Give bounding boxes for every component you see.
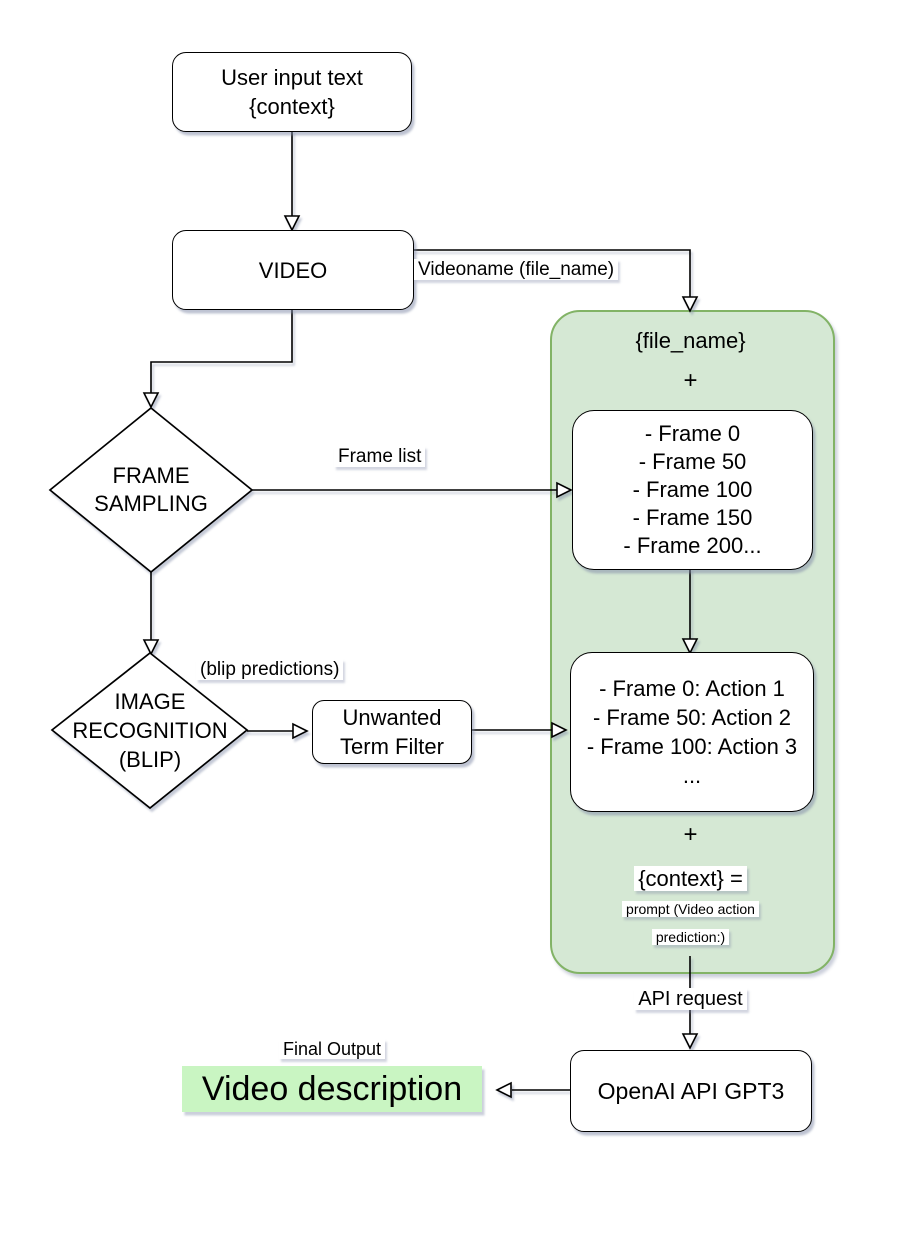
diamond-image-recognition-shape — [50, 651, 249, 810]
prompt-text-line1-bg: prompt (Video action — [622, 901, 759, 917]
edge-label-blip-predictions-bg: (blip predictions) — [196, 659, 344, 680]
arrowhead-video-to-framesampling — [142, 392, 160, 409]
edge-label-api-request: API request — [550, 988, 831, 1011]
context-equals-bg: {context} = — [634, 866, 747, 891]
plus-sign-2: + — [683, 821, 698, 848]
edge-label-frame-list: Frame list — [334, 445, 426, 468]
list-item: - Frame 0: Action 1 — [599, 676, 785, 701]
edge-video-to-container — [412, 249, 691, 297]
arrowhead-framelist-to-actions — [681, 638, 699, 655]
list-item: - Frame 200... — [623, 533, 762, 558]
node-term-filter-line1: Unwanted — [342, 705, 442, 730]
node-frame-sampling-label: FRAME SAMPLING — [50, 462, 252, 518]
frame-sampling-line2: SAMPLING — [94, 491, 208, 516]
arrowhead-framesampling-to-imagerecognition — [142, 639, 160, 656]
file-name-text: {file_name} — [635, 328, 746, 353]
list-item: ... — [682, 763, 702, 788]
edge-label-blip-predictions: (blip predictions) — [196, 658, 344, 681]
edge-video-to-framesampling — [150, 309, 293, 393]
node-openai-label: OpenAI API GPT3 — [597, 1077, 785, 1104]
prompt-text-line1: prompt (Video action — [550, 901, 831, 918]
diamond-frame-sampling-shape — [48, 406, 254, 574]
node-user-input-line1: User input text — [221, 65, 363, 90]
node-video: VIDEO — [172, 230, 414, 310]
node-term-filter: Unwanted Term Filter — [312, 700, 472, 764]
list-item: - Frame 0 — [644, 421, 741, 446]
final-output-label: Final Output — [182, 1038, 482, 1061]
edge-label-videoname: Videoname (file_name) — [414, 258, 619, 281]
arrowhead-container-to-openai — [681, 1033, 699, 1050]
image-recognition-line3: (BLIP) — [118, 747, 182, 772]
node-user-input: User input text {context} — [172, 52, 412, 132]
edge-label-videoname-bg: Videoname (file_name) — [414, 259, 619, 280]
prompt-text-line2: prediction:) — [550, 929, 831, 946]
list-item: - Frame 50: Action 2 — [592, 705, 792, 730]
list-item: - Frame 150 — [632, 505, 753, 530]
node-openai: OpenAI API GPT3 — [570, 1050, 812, 1132]
arrowhead-openai-to-output — [495, 1081, 512, 1099]
list-item: - Frame 100 — [632, 477, 753, 502]
frame-sampling-line1: FRAME — [112, 463, 190, 488]
actions-list-box: - Frame 0: Action 1 - Frame 50: Action 2 -… — [570, 652, 814, 812]
arrowhead-filter-to-actions — [551, 721, 568, 739]
node-user-input-line2: {context} — [249, 94, 335, 119]
edge-label-api-request-bg: API request — [634, 988, 747, 1010]
arrowhead-video-to-container — [681, 296, 699, 313]
arrowhead-userinput-to-video — [283, 215, 301, 232]
image-recognition-line2: RECOGNITION — [72, 718, 228, 743]
list-item: - Frame 100: Action 3 — [586, 734, 798, 759]
video-description-output: Video description — [182, 1066, 482, 1112]
arrowhead-framesampling-to-framelist — [556, 481, 573, 499]
final-output-label-bg: Final Output — [278, 1039, 386, 1059]
frame-list-box: - Frame 0 - Frame 50 - Frame 100 - Frame 15… — [572, 410, 813, 570]
list-item: - Frame 50 — [638, 449, 747, 474]
context-equals-text: {context} = — [550, 866, 831, 892]
image-recognition-line1: IMAGE — [114, 689, 186, 714]
node-video-label: VIDEO — [258, 257, 328, 283]
node-term-filter-line2: Term Filter — [340, 734, 444, 759]
plus-sign-1: + — [683, 367, 698, 394]
edge-label-frame-list-bg: Frame list — [334, 446, 426, 467]
arrowhead-imagerecognition-to-filter — [292, 722, 309, 740]
prompt-text-line2-bg: prediction:) — [651, 929, 730, 945]
node-image-recognition-label: IMAGE RECOGNITION (BLIP) — [40, 687, 260, 774]
